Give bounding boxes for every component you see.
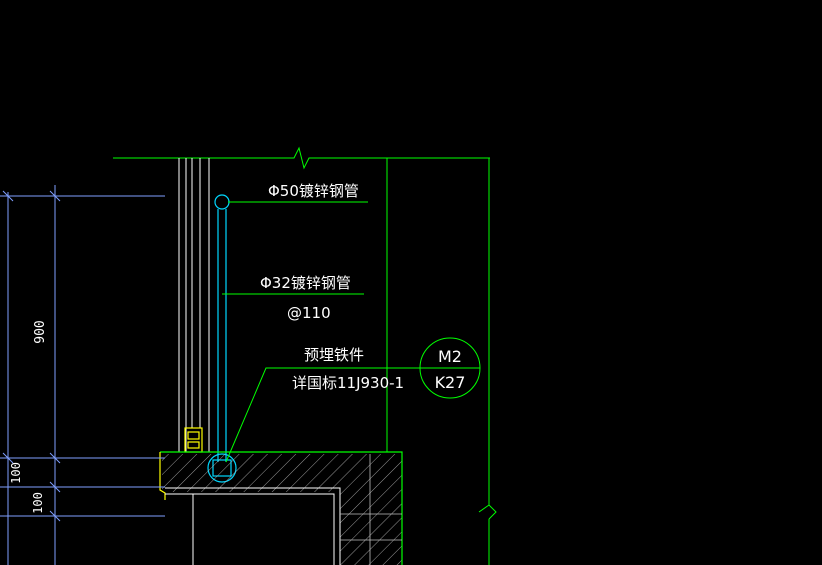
dim-900: 900 (33, 320, 48, 343)
callout-pipe50: Φ50镀锌钢管 (268, 182, 359, 200)
dimension-lines (0, 185, 165, 565)
slab-section (159, 451, 403, 565)
window-frame-profile (184, 427, 203, 453)
callout-pipe32: Φ32镀锌钢管 (260, 274, 351, 292)
left-frame-lines (178, 158, 210, 452)
handrail-pipe50-section (214, 194, 230, 210)
railing (207, 194, 237, 483)
top-slab-line (113, 146, 490, 170)
dim-100-a: 100 (9, 462, 23, 484)
bubble-bottom-text: K27 (435, 373, 466, 392)
right-wall (386, 158, 497, 565)
leader-lines (222, 201, 436, 463)
dim-100-b: 100 (31, 492, 45, 514)
callout-spacing: @110 (287, 304, 331, 322)
bubble-top-text: M2 (438, 347, 462, 366)
callout-embed-title: 预埋铁件 (304, 346, 364, 364)
detail-reference-bubble: M2 K27 (419, 337, 481, 399)
callout-embed-ref: 详国标11J930-1 (292, 374, 404, 392)
